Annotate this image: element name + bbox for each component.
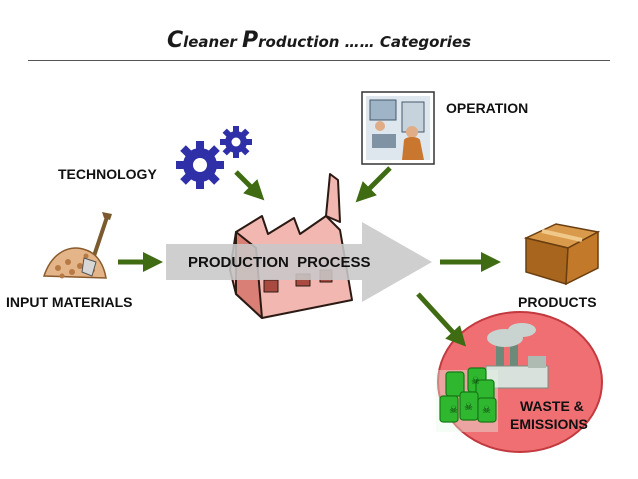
page-title: Cleaner Production …… Categories xyxy=(0,28,638,53)
operation-icon xyxy=(361,91,435,165)
title-divider xyxy=(28,60,610,61)
production-process-arrow xyxy=(166,222,432,302)
title-initial-p: P xyxy=(242,28,259,53)
title-word-production: roduction xyxy=(258,33,345,51)
label-waste: WASTE & xyxy=(520,398,584,414)
arrow-process-to-waste xyxy=(416,292,467,347)
title-word-cleaner: leaner xyxy=(183,33,243,51)
products-box-icon xyxy=(523,223,601,286)
label-technology: TECHNOLOGY xyxy=(58,166,157,182)
svg-text:☠: ☠ xyxy=(464,402,473,413)
arrow-technology-to-process xyxy=(234,170,265,201)
label-input-materials: INPUT MATERIALS xyxy=(6,294,133,310)
input-materials-icon xyxy=(42,212,112,279)
label-products: PRODUCTS xyxy=(518,294,597,310)
svg-text:☠: ☠ xyxy=(482,405,491,416)
title-initial-c: C xyxy=(166,28,184,53)
toxic-barrels-icon: ☠ ☠ ☠ ☠ xyxy=(436,367,498,432)
arrow-operation-to-process xyxy=(355,166,392,203)
label-production-process: PRODUCTION PROCESS xyxy=(188,254,371,271)
label-emissions: EMISSIONS xyxy=(510,416,588,432)
flow-arrows xyxy=(118,166,501,347)
svg-text:☠: ☠ xyxy=(471,376,480,387)
label-operation: OPERATION xyxy=(446,100,529,116)
title-word-categories: …… Categories xyxy=(344,33,472,51)
svg-text:☠: ☠ xyxy=(449,405,458,416)
